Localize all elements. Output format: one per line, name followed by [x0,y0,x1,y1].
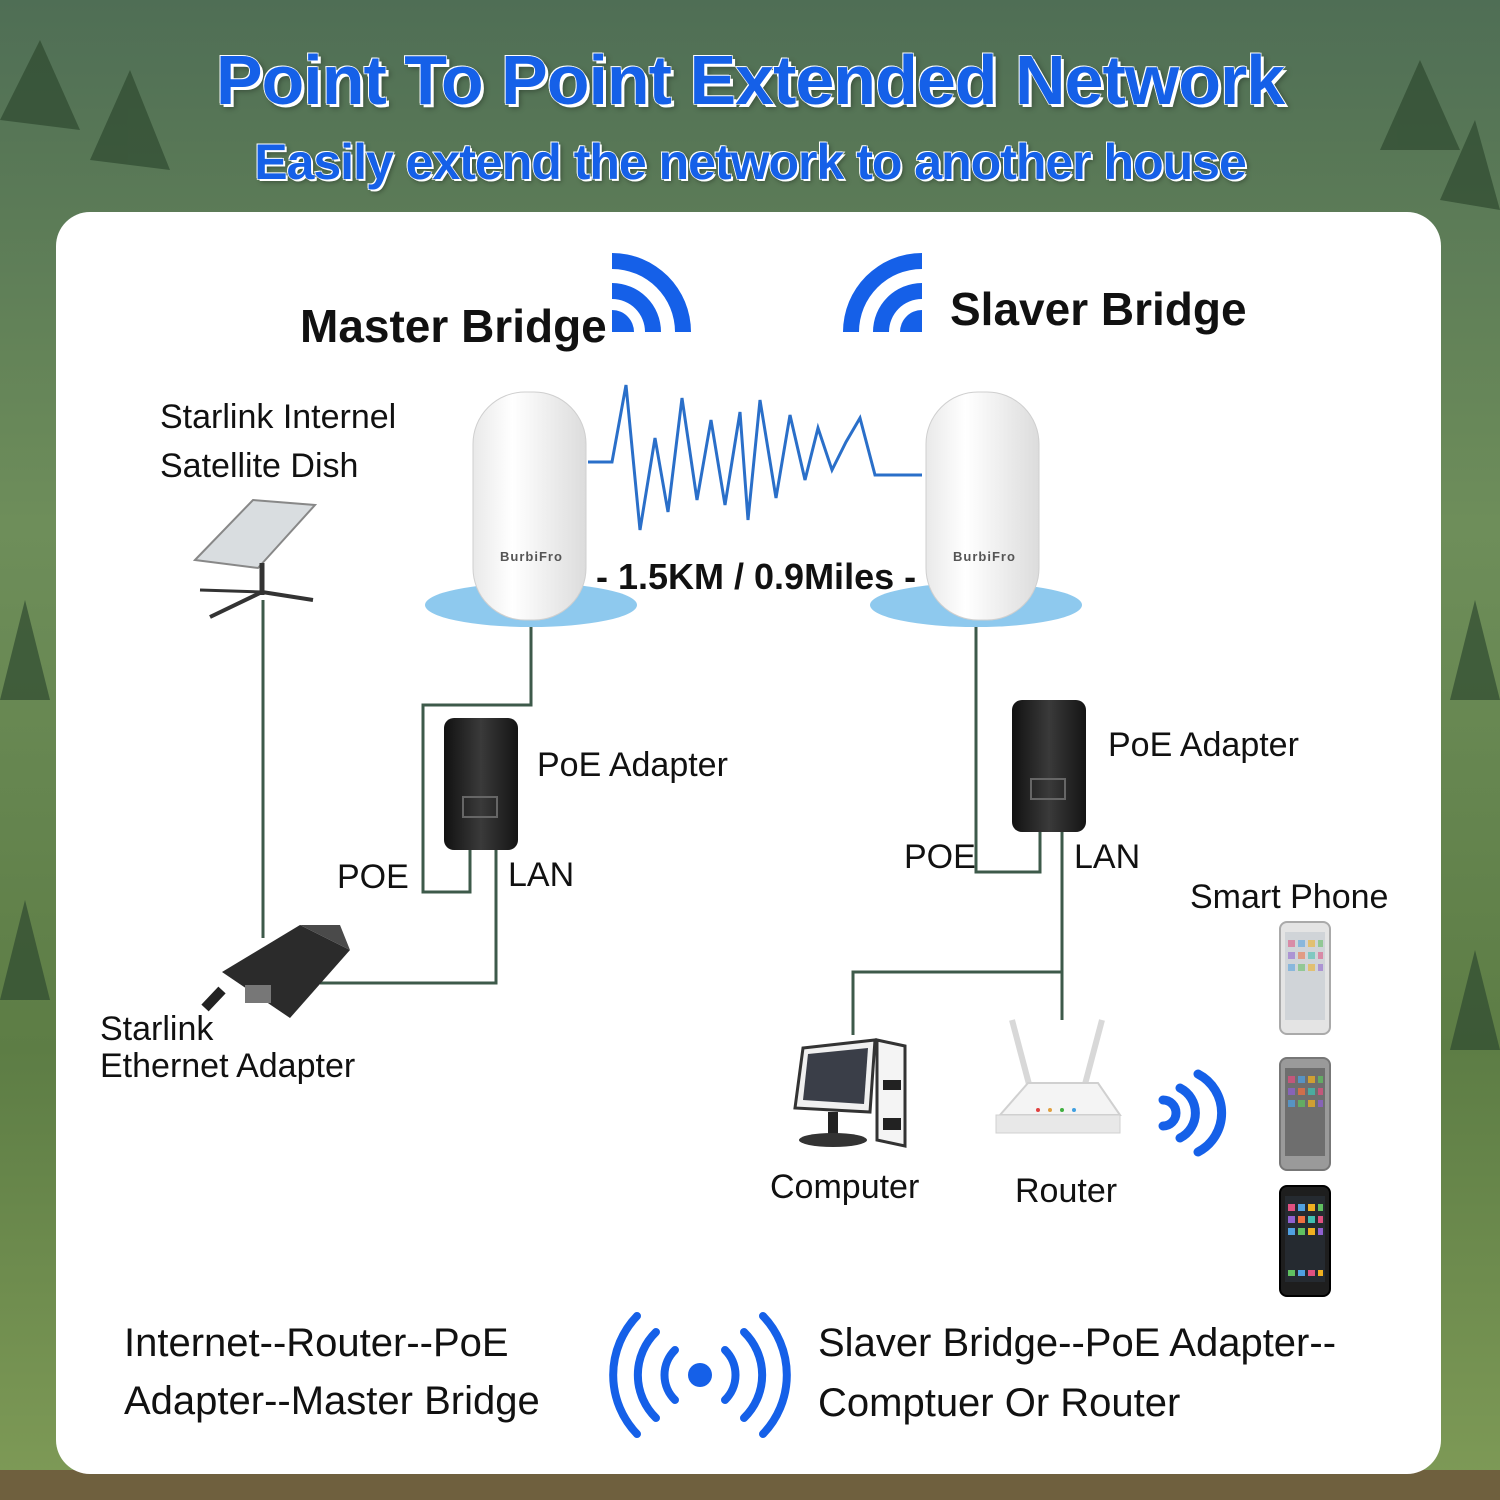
master-bridge-label: Master Bridge [300,300,607,352]
computer-label: Computer [770,1168,920,1206]
wifi-icon [612,253,691,332]
footer-left-line2: Adapter--Master Bridge [124,1379,540,1423]
smartphone-icon [1279,921,1331,1035]
poe-adapter-icon [1012,700,1086,832]
computer-cable [851,970,1062,1035]
page-subtitle: Easily extend the network to another hou… [253,133,1247,191]
connection-lines [261,600,1064,1035]
right-poe-port-label: POE [904,838,976,876]
page-title: Point To Point Extended Network [215,40,1286,120]
wifi-icon [843,253,922,332]
slaver-bridge-device [870,391,1082,627]
left-poe-port-label: POE [337,858,409,896]
ethernet-adapter-icon [201,925,350,1018]
smartphone-icon [1279,1057,1331,1171]
master-bridge-cable [421,620,533,894]
master-bridge-device [425,391,637,627]
ethernet-adapter-label-line1: Starlink [100,1010,214,1048]
master-bridge-brand: BurbiFro [500,549,563,564]
broadcast-icon [609,1312,791,1438]
footer-right-line2: Comptuer Or Router [818,1381,1181,1425]
dish-label-line1: Starlink Internel [160,398,397,436]
router-label: Router [1015,1172,1118,1210]
left-poe-adapter-label: PoE Adapter [537,746,728,784]
signal-wave [588,384,922,531]
background-village [0,1470,1500,1500]
dish-label-line2: Satellite Dish [160,447,359,485]
poe-adapter-icon [444,718,518,850]
footer-right-line1: Slaver Bridge--PoE Adapter-- [818,1321,1337,1365]
smart-phone-label: Smart Phone [1190,878,1389,916]
footer-left-line1: Internet--Router--PoE [124,1321,509,1365]
slaver-bridge-brand: BurbiFro [953,549,1016,564]
left-lan-cable [320,850,498,985]
router-icon [995,1019,1122,1134]
right-lan-port-label: LAN [1074,838,1141,876]
background-trees [0,40,1500,1050]
smartphone-icon [1279,1185,1331,1297]
ethernet-adapter-label-line2: Ethernet Adapter [100,1047,356,1085]
slaver-bridge-label: Slaver Bridge [950,283,1247,335]
computer-icon [793,1038,907,1148]
right-poe-adapter-label: PoE Adapter [1108,726,1299,764]
wifi-icon [1158,1069,1227,1157]
satellite-dish-icon [192,498,318,619]
left-lan-port-label: LAN [508,856,575,894]
distance-label: - 1.5KM / 0.9Miles - [596,556,917,597]
slaver-bridge-cable [974,620,1042,874]
diagram-panel [56,212,1441,1474]
